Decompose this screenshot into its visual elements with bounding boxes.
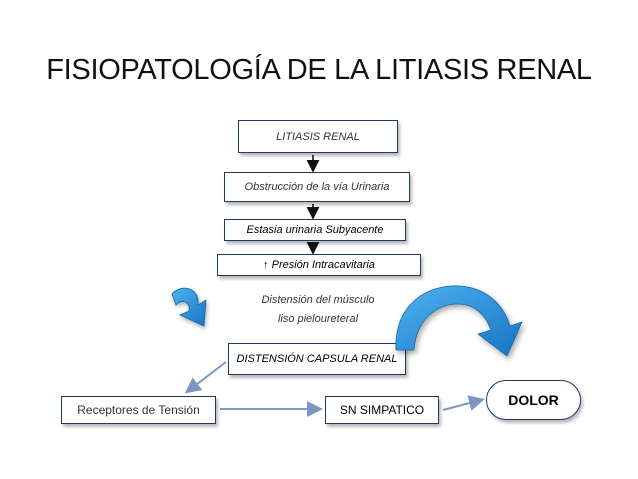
arrow-simpatico-to-dolor [442, 395, 485, 411]
node-distension-line1: Distensión del músculo [261, 294, 375, 306]
node-distension-line2: liso pieloureteral [277, 313, 359, 325]
curved-arrow-left [171, 287, 207, 327]
node-sn-simpatico: SN SIMPATICO [325, 396, 439, 424]
curved-arrow-to-dolor [395, 285, 523, 357]
node-dolor: DOLOR [486, 380, 581, 420]
diagram-title: FISIOPATOLOGÍA DE LA LITIASIS RENAL [46, 54, 592, 86]
node-obstruccion: Obstrucción de la vía Urinaria [224, 172, 410, 202]
node-distension-capsula: DISTENSIÓN CAPSULA RENAL [228, 343, 406, 375]
arrow-capsula-to-receptores [184, 361, 227, 394]
node-litiasis-renal: LITIASIS RENAL [238, 120, 398, 153]
node-estasia: Estasia urinaria Subyacente [224, 219, 406, 241]
node-receptores: Receptores de Tensión [61, 396, 216, 424]
